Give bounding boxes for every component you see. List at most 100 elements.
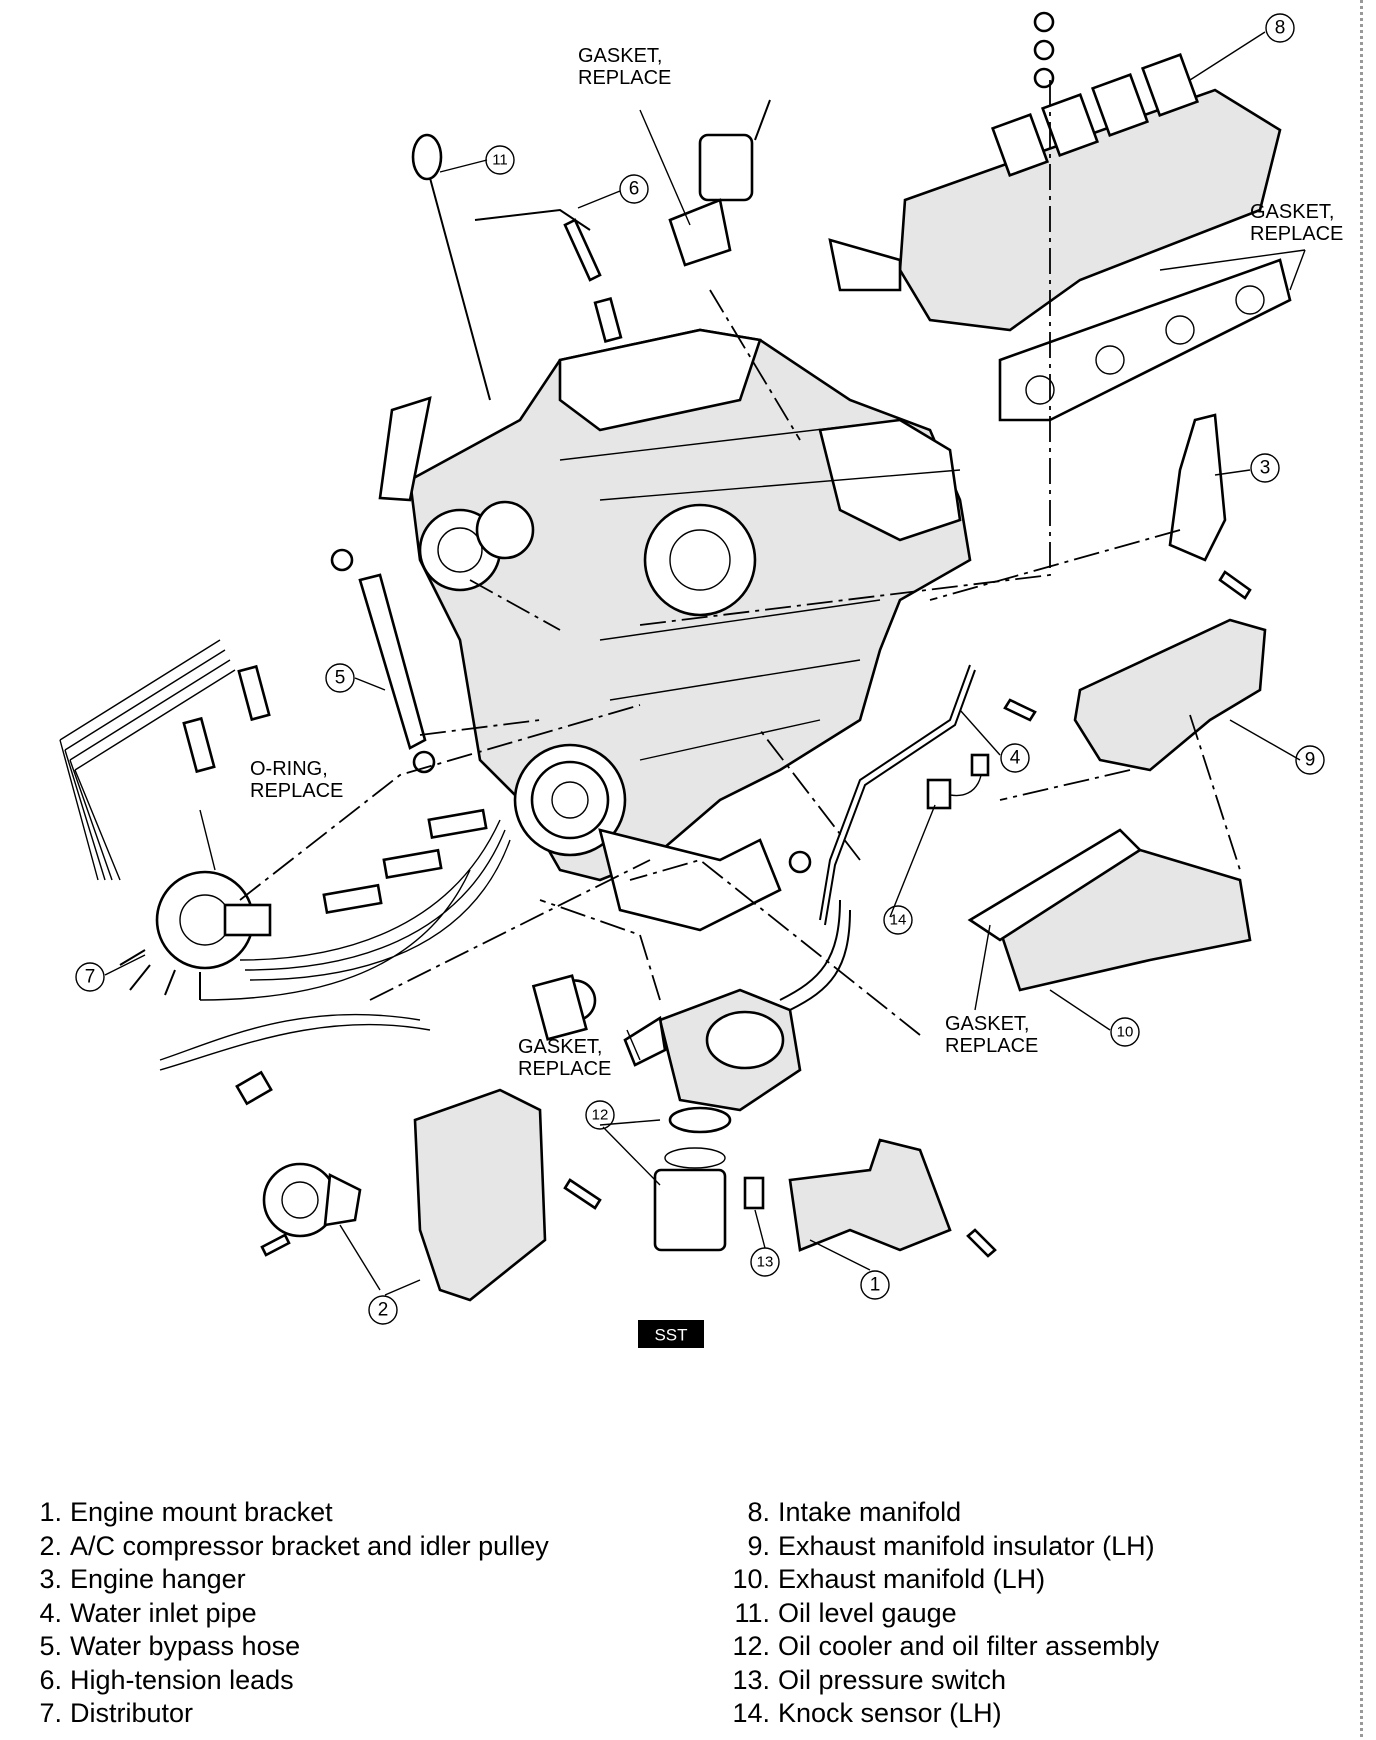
legend-text: Engine hanger	[70, 1564, 246, 1594]
legend-number: 4.	[39, 1597, 62, 1628]
legend-number: 7.	[39, 1698, 62, 1728]
legend-item: 7.Distributor	[38, 1697, 549, 1731]
page-edge-border	[1360, 0, 1363, 1740]
oil-level-gauge	[411, 133, 491, 401]
oil-cooler-assembly	[531, 974, 802, 1252]
engine-mount-bracket	[788, 1138, 952, 1252]
legend-text: Water inlet pipe	[70, 1597, 257, 1628]
legend-text: Oil pressure switch	[778, 1664, 1007, 1695]
callout-number: 4	[1010, 748, 1021, 769]
upper-bracket	[378, 396, 432, 502]
callout-13: 13	[750, 1247, 780, 1277]
callout-10: 10	[1110, 1017, 1140, 1047]
legend-item: 2.A/C compressor bracket and idler pulle…	[38, 1530, 548, 1564]
leader-lines	[104, 31, 1306, 1296]
thermostat-housing	[668, 99, 771, 267]
callout-number: 5	[335, 668, 346, 689]
mount-bolt	[966, 1228, 997, 1258]
callout-number: 11	[492, 152, 508, 169]
legend-item: 10. Exhaust manifold (LH)	[722, 1563, 1159, 1597]
legend-text: Oil cooler and oil filter assembly	[778, 1631, 1160, 1661]
gasket-replace-label-exhaust: GASKET,REPLACE	[945, 1013, 1038, 1057]
callout-line: GASKET,	[945, 1013, 1029, 1035]
bracket-bolt	[563, 1178, 602, 1210]
callout-9: 9	[1295, 745, 1325, 775]
callout-number: 14	[890, 912, 907, 929]
callout-number: 1	[870, 1275, 881, 1296]
legend-text: Engine mount bracket	[70, 1497, 333, 1527]
legend-item: 3. Engine hanger	[38, 1563, 549, 1597]
legend-number: 2.	[39, 1530, 62, 1561]
legend-number: 3.	[39, 1564, 62, 1594]
legend-number: 10.	[732, 1564, 770, 1594]
idler-pulley-bolt	[260, 1233, 291, 1257]
engine-hanger	[1168, 413, 1227, 562]
exhaust-gasket	[967, 828, 1143, 942]
callout-number: 6	[629, 179, 640, 200]
water-pipe-bolt	[1003, 698, 1037, 722]
legend-number: 14.	[732, 1698, 770, 1728]
sst-badge: SST	[638, 1320, 704, 1348]
callout-line: O-RING,	[250, 758, 328, 780]
legend-number: 12.	[732, 1631, 770, 1661]
callout-number: 12	[592, 1107, 609, 1124]
engine-block	[408, 328, 972, 932]
callout-12: 12	[585, 1100, 615, 1130]
oil-cooler-hose	[779, 899, 841, 1001]
high-tension-leads-bundle	[59, 639, 511, 1106]
legend-text: Water bypass hose	[70, 1631, 301, 1661]
legend-item: 11.Oil level gauge	[722, 1597, 1159, 1631]
assembly-lines	[239, 80, 1241, 1036]
gasket-replace-label-intake: GASKET,REPLACE	[1250, 201, 1343, 245]
callout-7: 7	[75, 962, 105, 992]
callout-8: 8	[1265, 13, 1295, 43]
legend-item: 8. Intake manifold	[722, 1496, 1159, 1530]
legend-number: 5.	[39, 1631, 62, 1661]
callout-3: 3	[1250, 453, 1280, 483]
legend-item: 1. Engine mount bracket	[38, 1496, 549, 1530]
callout-number: 2	[378, 1300, 389, 1321]
callout-number: 9	[1305, 750, 1316, 771]
svg-text:SST: SST	[654, 1326, 687, 1345]
legend-item: 4. Water inlet pipe	[38, 1597, 549, 1631]
legend-number: 13.	[732, 1664, 770, 1695]
callout-line: REPLACE	[1250, 223, 1343, 245]
legend-text: Intake manifold	[778, 1497, 962, 1527]
intake-manifold	[828, 11, 1282, 332]
legend-text: Exhaust manifold (LH)	[778, 1564, 1046, 1594]
callout-line: REPLACE	[518, 1058, 611, 1080]
callout-line: GASKET,	[1250, 201, 1334, 223]
water-bypass-hose	[358, 573, 427, 750]
exhaust-manifold	[998, 848, 1252, 992]
callout-1: 1	[860, 1270, 890, 1300]
legend-item: 6.High-tension leads	[38, 1664, 549, 1698]
callout-line: GASKET,	[518, 1036, 602, 1058]
intake-gasket	[998, 258, 1292, 422]
callout-14: 14	[883, 905, 913, 935]
callout-line: REPLACE	[250, 780, 343, 802]
gasket-replace-label-oil: GASKET,REPLACE	[518, 1036, 611, 1080]
legend-text: Knock sensor (LH)	[778, 1698, 1002, 1728]
callout-number: 3	[1260, 458, 1271, 479]
gasket-replace-label-top: GASKET,REPLACE	[578, 45, 671, 89]
legend-item: 9.Exhaust manifold insulator (LH)	[722, 1530, 1159, 1564]
callout-11: 11	[485, 145, 515, 175]
legend-number: 6.	[39, 1664, 62, 1695]
callout-6: 6	[619, 174, 649, 204]
callout-number: 8	[1275, 18, 1286, 39]
callout-4: 4	[1000, 743, 1030, 773]
legend-item: 12. Oil cooler and oil filter assembly	[722, 1630, 1159, 1664]
oil-pressure-switch	[743, 1176, 765, 1210]
legend-number: 8.	[747, 1497, 770, 1527]
exhaust-manifold-insulator	[1073, 618, 1267, 772]
high-tension-lead-top	[474, 208, 623, 343]
legend-number: 1.	[39, 1497, 62, 1527]
legend-text: Oil level gauge	[778, 1597, 957, 1628]
callout-line: GASKET,	[578, 45, 662, 67]
callout-number: 7	[85, 967, 96, 988]
callout-line: REPLACE	[945, 1035, 1038, 1057]
callout-5: 5	[325, 663, 355, 693]
